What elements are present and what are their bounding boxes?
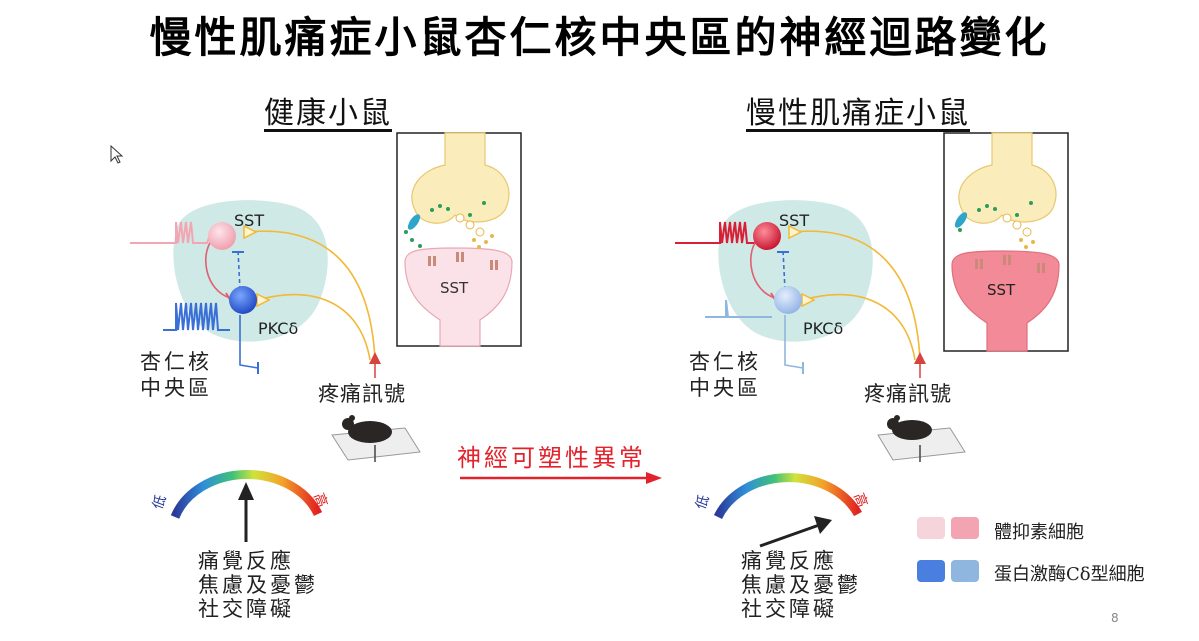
healthy-pkc-label: PKCδ xyxy=(258,319,299,338)
page-number: 8 xyxy=(1111,611,1119,625)
healthy-synapse-box xyxy=(396,132,522,347)
chronic-synapse-label: SST xyxy=(987,281,1016,299)
chronic-scale-arc xyxy=(713,473,862,520)
pkc-cell xyxy=(229,286,257,314)
legend-pkc-swatches xyxy=(917,560,979,582)
chronic-effect-3: 社交障礙 xyxy=(741,597,837,621)
chronic-heading: 慢性肌痛症小鼠 xyxy=(746,96,970,131)
sst-spike-trace xyxy=(675,221,760,244)
transition-label: 神經可塑性異常 xyxy=(457,444,646,472)
chronic-circuit xyxy=(675,200,926,378)
transition-arrow-icon xyxy=(646,472,662,484)
chronic-mouse xyxy=(877,415,966,462)
healthy-circuit xyxy=(130,200,381,378)
legend-sst-swatches xyxy=(917,517,979,539)
chronic-pain-signal: 疼痛訊號 xyxy=(864,382,952,406)
healthy-effect-3: 社交障礙 xyxy=(198,597,294,621)
chronic-pkc-label: PKCδ xyxy=(803,319,844,338)
healthy-pain-signal: 疼痛訊號 xyxy=(318,382,406,406)
legend-pkc-swatch-light xyxy=(951,560,979,582)
healthy-effect-1: 痛覺反應 xyxy=(198,549,294,573)
healthy-effect-2: 焦慮及憂鬱 xyxy=(198,573,318,597)
chronic-sst-label: SST xyxy=(779,211,810,230)
page-title: 慢性肌痛症小鼠杏仁核中央區的神經迴路變化 xyxy=(149,13,1050,62)
healthy-sst-label: SST xyxy=(234,211,265,230)
chronic-scale-pointer xyxy=(759,522,823,548)
legend-sst-label: 體抑素細胞 xyxy=(994,522,1084,543)
sst-cell xyxy=(753,222,781,250)
sst-cell xyxy=(208,222,236,250)
chronic-effect-1: 痛覺反應 xyxy=(741,549,837,573)
cursor-icon xyxy=(110,144,124,164)
legend-sst-swatch-strong xyxy=(951,517,979,539)
healthy-heading: 健康小鼠 xyxy=(264,96,392,131)
healthy-region-label-1: 杏仁核 xyxy=(140,350,212,374)
legend-pkc-label: 蛋白激酶Cδ型細胞 xyxy=(994,564,1145,585)
chronic-region-label-2: 中央區 xyxy=(689,376,761,400)
pkc-cell xyxy=(774,286,802,314)
chronic-region-label-1: 杏仁核 xyxy=(689,350,761,374)
healthy-region-label-2: 中央區 xyxy=(140,376,212,400)
chronic-synapse-box xyxy=(943,132,1069,352)
legend-sst-swatch-light xyxy=(917,517,945,539)
pkc-spike-trace xyxy=(163,302,230,331)
chronic-effect-2: 焦慮及憂鬱 xyxy=(741,573,861,597)
healthy-synapse-label: SST xyxy=(440,279,469,297)
healthy-scale-arc xyxy=(170,469,323,519)
legend-pkc-swatch-strong xyxy=(917,560,945,582)
pkc-spike-trace xyxy=(705,299,772,318)
healthy-mouse xyxy=(331,415,421,462)
